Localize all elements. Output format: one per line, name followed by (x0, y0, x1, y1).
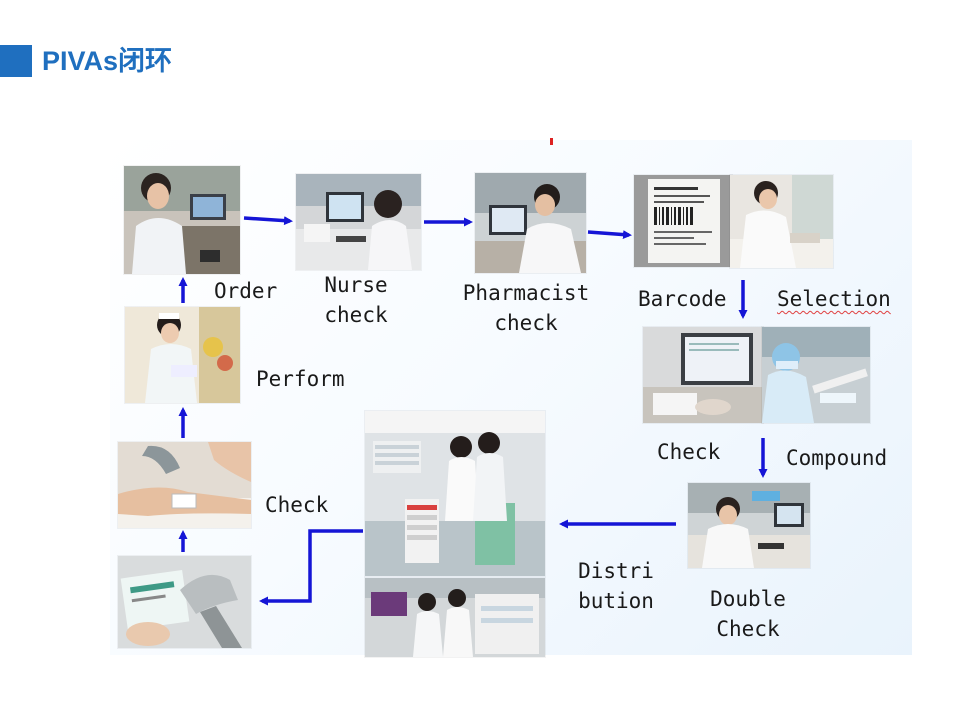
label-nurse-check: Nurse check (320, 270, 392, 330)
nurse-check-photo (296, 174, 421, 270)
distribution-photo-bottom (365, 578, 545, 657)
distribution-photo-top (365, 411, 545, 576)
check-photo (643, 327, 763, 423)
label-distribution-line2: bution (578, 589, 654, 613)
label-pharmacist-line2: check (494, 311, 558, 335)
label-check-left: Check (265, 493, 329, 517)
label-nurse-line1: Nurse (324, 273, 388, 297)
label-pharmacist-line1: Pharmacist (462, 281, 590, 305)
label-selection: Selection (777, 287, 891, 311)
perform-photo (125, 307, 240, 403)
pharmacist-check-photo (475, 173, 586, 273)
label-pharmacist-check: Pharmacist check (462, 278, 590, 338)
order-photo (124, 166, 240, 274)
selection-photo (730, 175, 833, 268)
scan-bag-photo (118, 556, 251, 648)
double-check-photo (688, 483, 810, 568)
label-order: Order (214, 279, 278, 303)
compound-photo (762, 327, 870, 423)
label-double-check: Double Check (706, 584, 790, 644)
barcode-label-photo (634, 175, 732, 267)
label-barcode: Barcode (638, 287, 727, 311)
title-accent-bar (0, 45, 32, 77)
red-mark (550, 138, 553, 145)
slide-title: PIVAs闭环 (42, 46, 173, 76)
label-double-line1: Double (710, 587, 786, 611)
label-nurse-line2: check (324, 303, 388, 327)
label-check-mid: Check (657, 440, 721, 464)
label-distribution: Distri bution (574, 556, 658, 616)
label-double-line2: Check (716, 617, 780, 641)
label-distribution-line1: Distri (578, 559, 654, 583)
label-compound: Compound (786, 446, 888, 470)
label-perform: Perform (256, 367, 345, 391)
wrist-scan-photo (118, 442, 251, 528)
